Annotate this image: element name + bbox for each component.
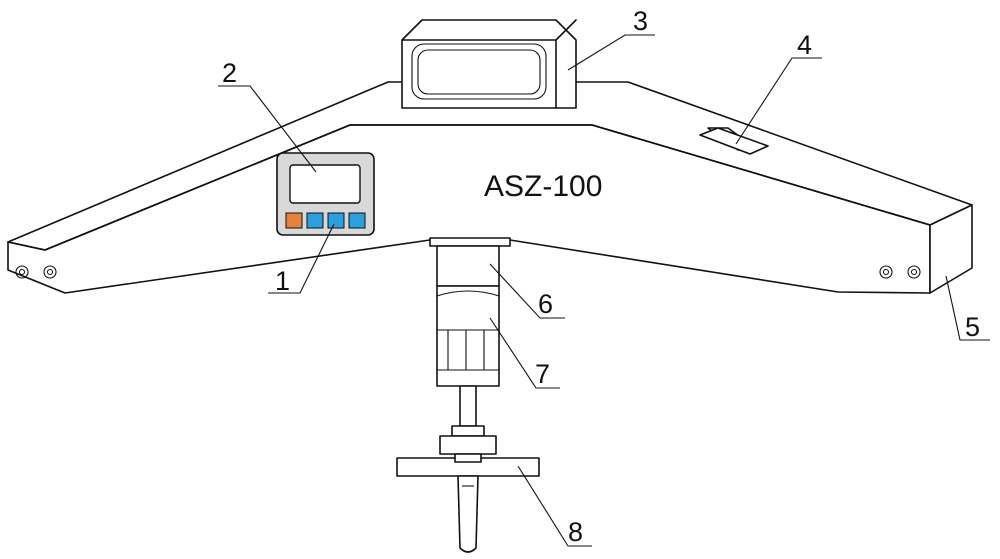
callout-1: 1 <box>275 266 290 296</box>
callout-3: 3 <box>633 6 648 36</box>
callout-7: 7 <box>535 359 550 389</box>
tension-cylinder <box>436 285 500 387</box>
callout-numbers: 1 2 3 4 5 6 7 8 <box>222 6 980 547</box>
leader-lines <box>218 34 990 547</box>
tension-mechanism <box>396 237 540 553</box>
wheel-grip <box>457 475 479 553</box>
panel-button-orange <box>285 212 303 229</box>
tension-meter-beam <box>7 81 973 294</box>
callout-2: 2 <box>222 58 237 88</box>
panel-button-2 <box>327 212 345 229</box>
beam-end <box>929 204 973 294</box>
lcd-display <box>289 164 361 204</box>
callout-8: 8 <box>568 517 583 547</box>
model-label: ASZ-100 <box>484 170 602 203</box>
top-handle <box>401 19 577 109</box>
callout-4: 4 <box>797 30 812 60</box>
screw-icons <box>15 265 921 279</box>
control-panel <box>276 152 375 236</box>
callout-6: 6 <box>538 289 553 319</box>
callout-5: 5 <box>965 312 980 342</box>
nameplate <box>699 127 769 155</box>
upper-clamp <box>436 245 500 287</box>
panel-button-3 <box>348 212 366 229</box>
panel-button-1 <box>306 212 324 229</box>
